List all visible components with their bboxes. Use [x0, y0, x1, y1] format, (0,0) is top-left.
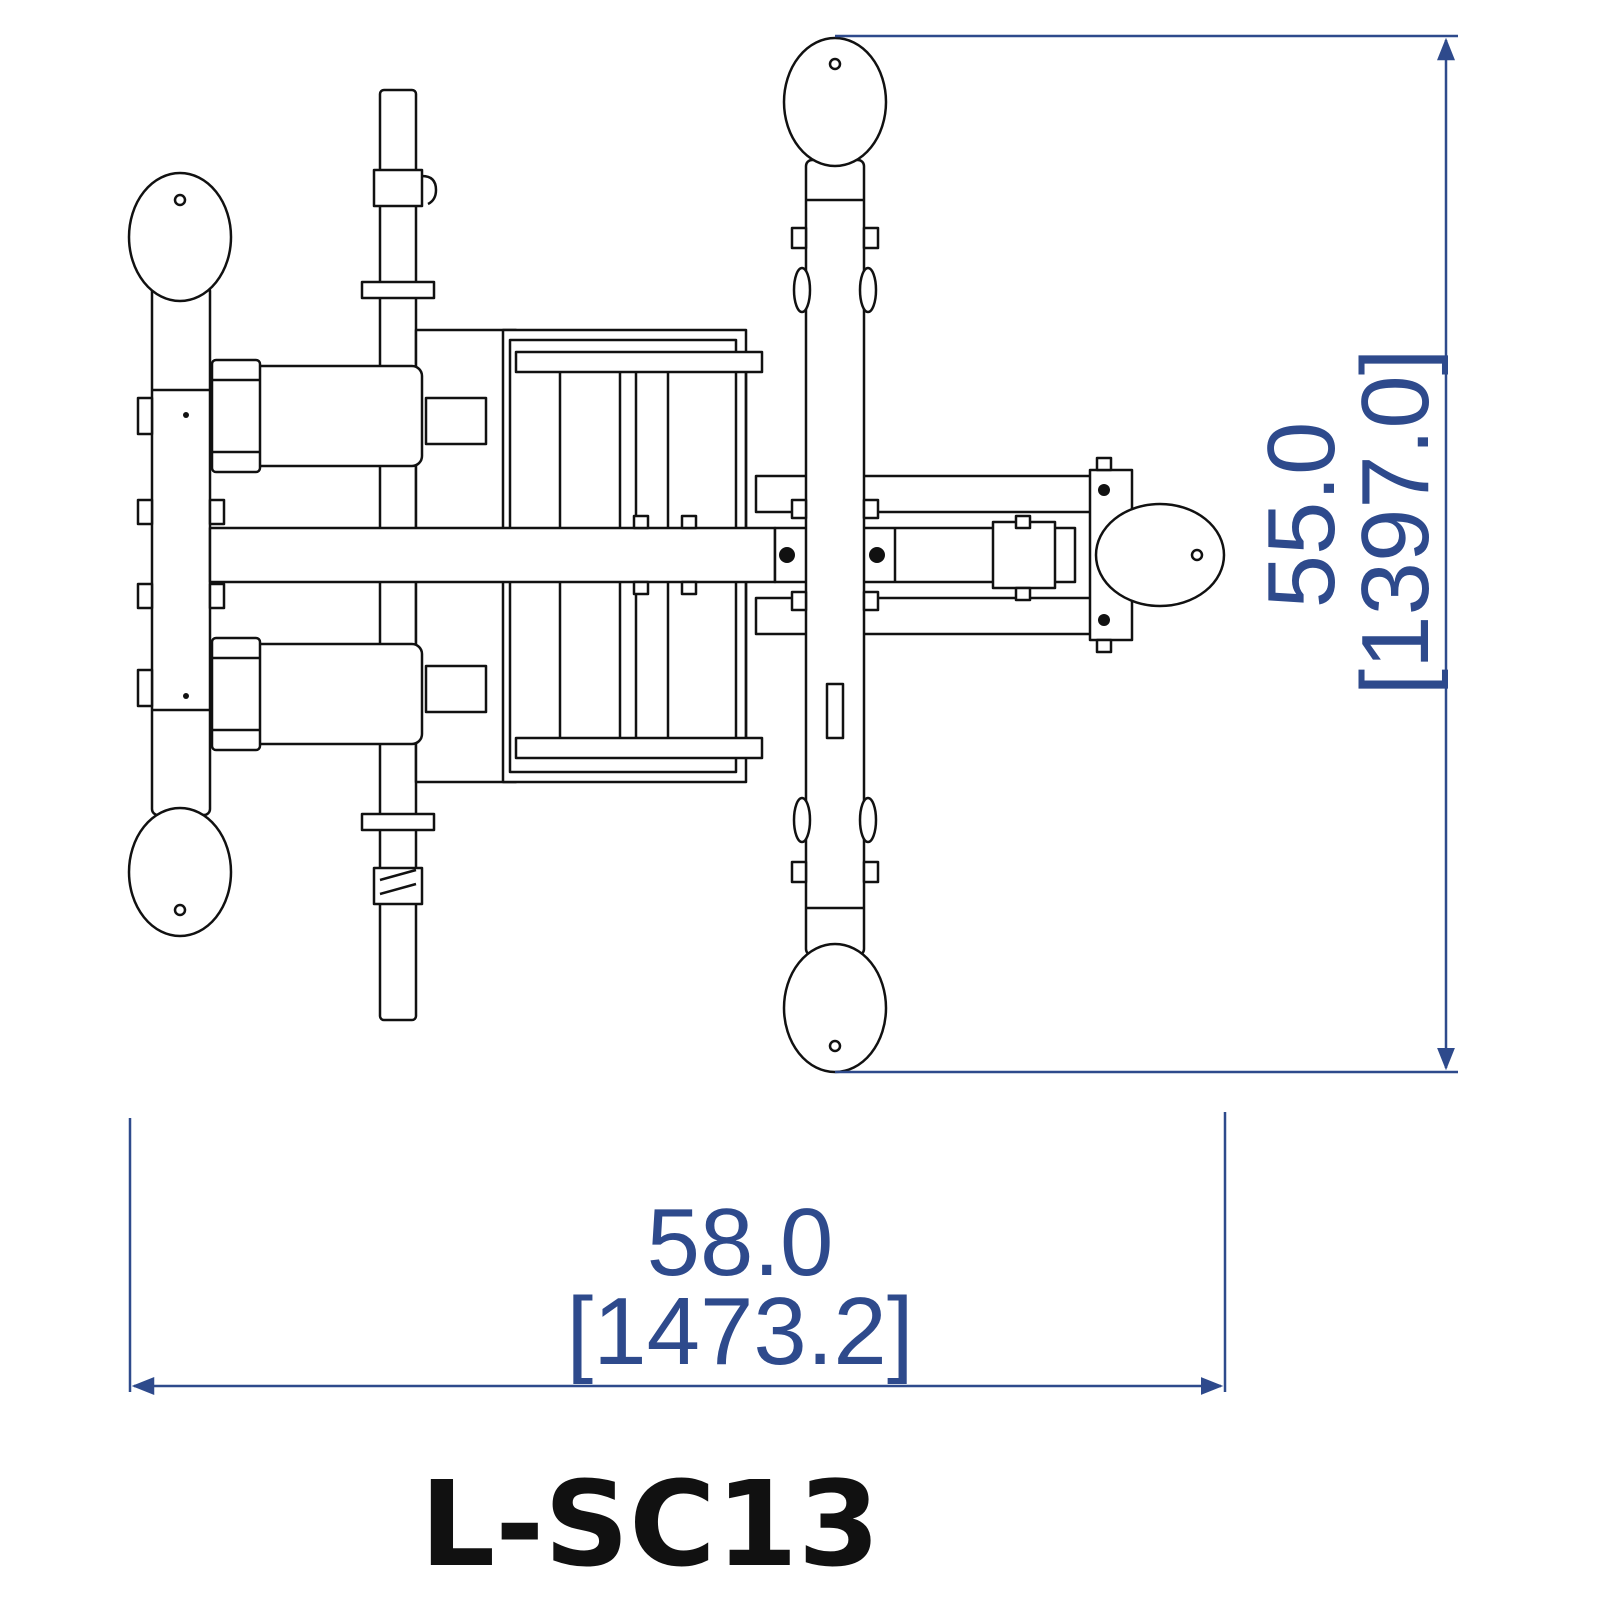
model-name: L-SC13 [420, 1455, 880, 1593]
front-base-tube [804, 158, 866, 957]
depth-inches-label: 55.0 [1248, 422, 1355, 609]
foot-pad-top-left [127, 171, 233, 303]
machine-outline [127, 36, 1226, 1074]
foot-pad-bottom-right [782, 942, 888, 1074]
foot-pad-top-right [782, 36, 888, 168]
depth-mm-label: [1397.0] [1342, 349, 1449, 696]
warning-label [825, 682, 845, 740]
width-dimension [128, 1112, 1227, 1395]
main-beam [208, 526, 777, 584]
left-base-tube [150, 283, 212, 817]
depth-dimension [835, 34, 1458, 1074]
seat-pad [1094, 502, 1226, 608]
foot-pad-bottom-left [127, 806, 233, 938]
width-mm-label: [1473.2] [567, 1278, 914, 1385]
width-inches-label: 58.0 [647, 1189, 834, 1296]
